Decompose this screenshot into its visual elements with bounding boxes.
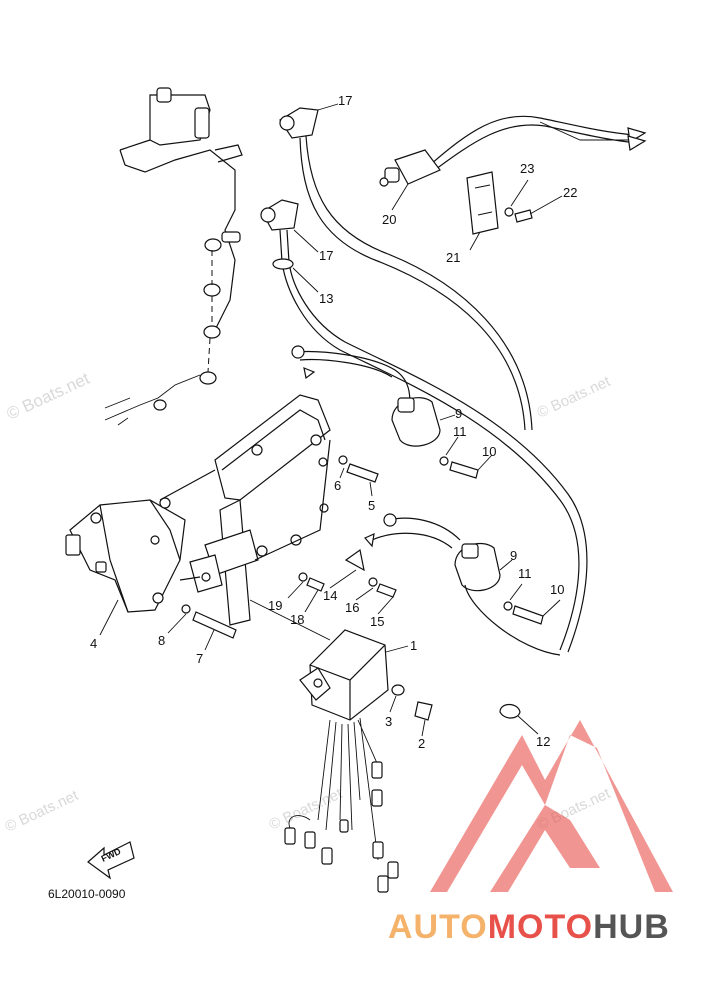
callout-21: 21: [446, 250, 460, 265]
bracket-left: [65, 469, 237, 639]
callout-11: 11: [518, 566, 532, 581]
callout-17: 17: [338, 93, 352, 108]
logo-moto: MOTO: [488, 908, 593, 946]
stop-switch: [379, 115, 647, 187]
callout-20: 20: [382, 212, 396, 227]
callout-17: 17: [319, 248, 333, 263]
callout-3: 3: [385, 714, 392, 729]
callout-13: 13: [319, 291, 333, 306]
leader-lines: [99, 103, 563, 737]
callout-7: 7: [196, 651, 203, 666]
svg-text:AUTOMOTOHUB: AUTOMOTOHUB: [388, 908, 670, 946]
callout-19: 19: [268, 598, 282, 613]
ignition-coil-upper: [291, 345, 479, 479]
watermark-text: © Boats.net: [4, 369, 93, 424]
watermark-text: © Boats.net: [535, 373, 614, 422]
ignition-coil-lower: [364, 513, 561, 656]
logo-triangle-icon: [430, 720, 673, 892]
spark-plug-cap-upper: [279, 107, 533, 431]
logo-auto: AUTO: [388, 908, 488, 946]
fwd-arrow-icon: FWD: [87, 841, 135, 880]
callout-18: 18: [290, 612, 304, 627]
callout-1: 1: [410, 638, 417, 653]
drawing-code: 6L20010-0090: [48, 887, 126, 901]
callout-9: 9: [510, 548, 517, 563]
callout-5: 5: [368, 498, 375, 513]
callout-9: 9: [455, 406, 462, 421]
switch-bracket: [466, 171, 533, 235]
automotohub-logo: AUTOMOTOHUB: [388, 720, 673, 946]
callout-11: 11: [453, 424, 467, 439]
callout-4: 4: [90, 636, 97, 651]
callout-8: 8: [158, 633, 165, 648]
callout-23: 23: [520, 161, 534, 176]
grommet-13-shape: [272, 258, 294, 270]
callout-15: 15: [370, 614, 384, 629]
callout-10: 10: [550, 582, 564, 597]
callout-16: 16: [345, 600, 359, 615]
mounting-bracket: [189, 394, 331, 626]
watermark-text: © Boats.net: [267, 785, 346, 834]
plate-hardware: [298, 455, 397, 598]
callout-22: 22: [563, 185, 577, 200]
clamp: [499, 703, 521, 719]
watermark-text: © Boats.net: [3, 787, 82, 836]
callout-12: 12: [536, 734, 550, 749]
callout-10: 10: [482, 444, 496, 459]
callout-labels: 17 17 13 20 21 22 23 9 11 10 6 5 9 11 10…: [90, 93, 577, 751]
logo-hub: HUB: [593, 908, 670, 946]
callout-2: 2: [418, 736, 425, 751]
spark-plug-cap-lower: [260, 199, 588, 653]
callout-14: 14: [323, 588, 337, 603]
cdi-unit: [284, 629, 433, 893]
engine-block: [104, 87, 243, 426]
callout-6: 6: [334, 478, 341, 493]
